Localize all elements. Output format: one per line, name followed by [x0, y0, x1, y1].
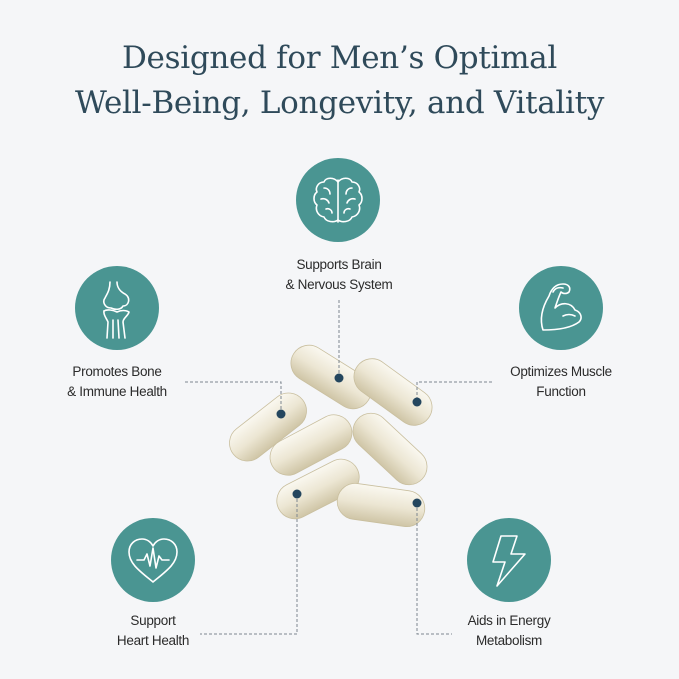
benefit-heart-badge: [111, 518, 195, 602]
benefit-brain-label: Supports Brain & Nervous System: [285, 257, 393, 292]
benefit-heart-label: Support Heart Health: [116, 613, 190, 648]
flexed-arm-icon: [540, 283, 582, 331]
knee-joint-icon: [103, 281, 130, 339]
marker-dots: [276, 373, 422, 508]
headline-line-1: Designed for Men’s Optimal: [122, 40, 557, 76]
benefit-brain-badge: [296, 158, 380, 242]
benefit-energy-label: Aids in Energy Metabolism: [467, 613, 551, 648]
benefit-muscle-badge: [519, 266, 603, 350]
benefit-bone-badge: [75, 266, 159, 350]
headline-line-2: Well-Being, Longevity, and Vitality: [74, 85, 605, 121]
lightning-bolt-icon: [492, 535, 526, 587]
connector-lines: [185, 300, 492, 635]
benefit-bone-label: Promotes Bone & Immune Health: [67, 364, 167, 399]
benefit-energy-badge: [467, 518, 551, 602]
benefit-muscle-label: Optimizes Muscle Function: [510, 364, 612, 399]
brain-icon: [313, 177, 363, 223]
heart-pulse-icon: [128, 538, 178, 583]
capsules: [229, 344, 433, 528]
